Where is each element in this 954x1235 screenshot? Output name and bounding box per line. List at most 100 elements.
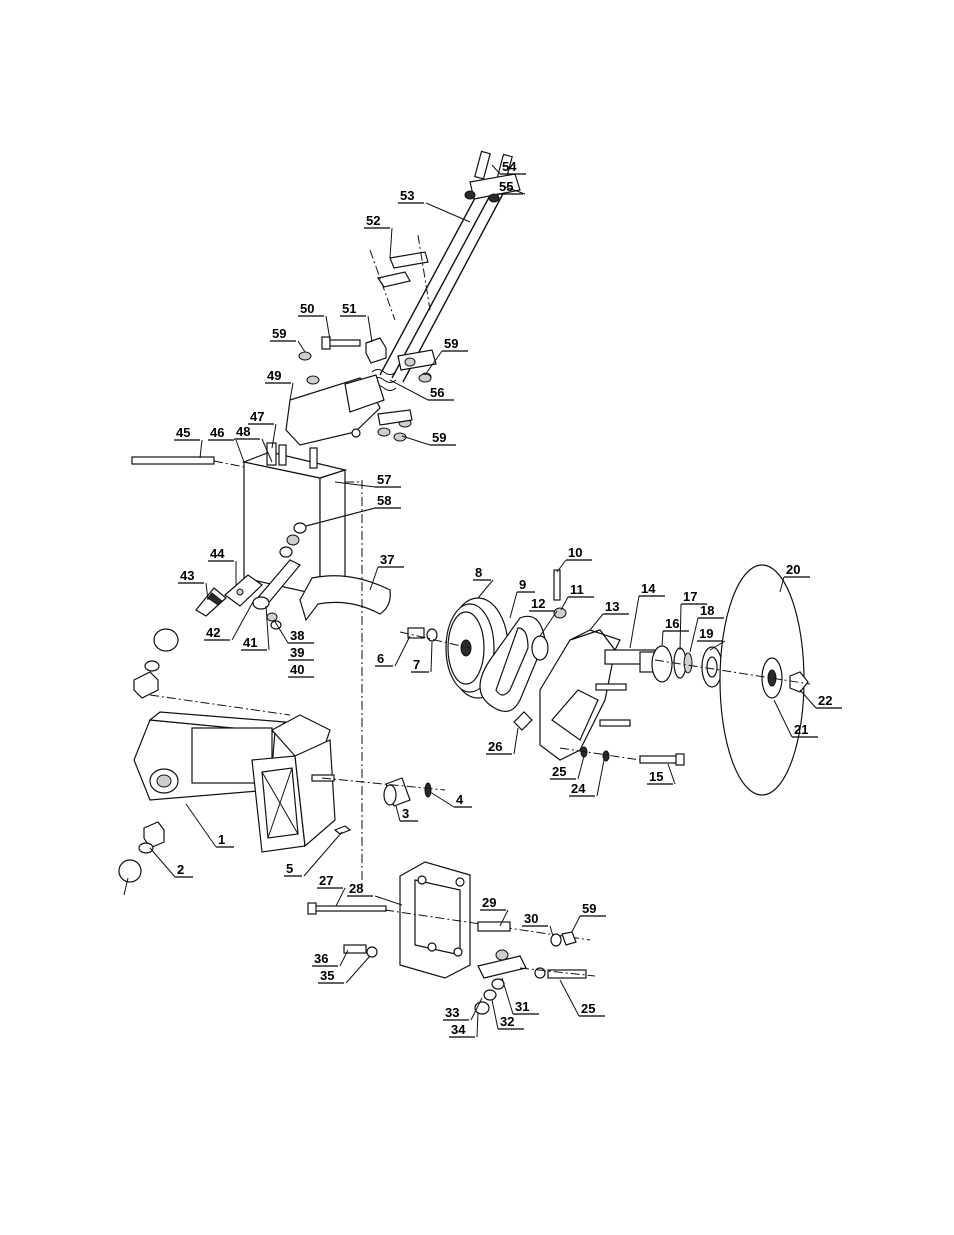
callout-leader [236, 440, 244, 462]
screw-36-35 [344, 945, 377, 957]
callout-number: 14 [641, 581, 656, 596]
callout-number: 13 [605, 599, 619, 614]
callout-number: 59 [272, 326, 286, 341]
callout-leader [590, 614, 603, 630]
callout-number: 1 [218, 832, 225, 847]
callout-number: 10 [568, 545, 582, 560]
center-line-brush [150, 695, 290, 715]
block-51 [366, 338, 386, 363]
callout-number: 57 [377, 472, 391, 487]
callout-number: 32 [500, 1014, 514, 1029]
callout-number: 47 [250, 409, 264, 424]
spindle-14 [605, 650, 655, 672]
screws-38-40 [267, 613, 281, 629]
flange-16 [652, 646, 672, 682]
flange-19 [702, 647, 722, 687]
handle-grip-37 [300, 576, 390, 620]
callout-number: 36 [314, 951, 328, 966]
callout-leader [597, 760, 604, 796]
callout-leader [326, 316, 330, 340]
callout-leader [150, 848, 175, 877]
washers-32-34 [475, 979, 504, 1014]
bolt-27 [308, 903, 386, 914]
callout-leader [298, 341, 305, 352]
nut-22 [790, 672, 808, 692]
callout-number: 35 [320, 968, 334, 983]
callout-number: 51 [342, 301, 356, 316]
handle-clamps-52 [370, 235, 430, 320]
callout-leader [502, 978, 513, 1014]
callout-number: 40 [290, 662, 304, 677]
callout-number: 21 [794, 722, 808, 737]
brush-holder-upper [134, 661, 159, 698]
callout-leader [266, 606, 269, 650]
callout-number: 46 [210, 425, 224, 440]
callout-number: 5 [286, 861, 293, 876]
callout-number: 38 [290, 628, 304, 643]
callout-number: 25 [581, 1001, 595, 1016]
callout-leader [578, 756, 584, 779]
callout-number: 9 [519, 577, 526, 592]
clip-4 [425, 783, 431, 797]
callout-number: 55 [499, 179, 513, 194]
callout-number: 58 [377, 493, 391, 508]
callout-number: 34 [451, 1022, 466, 1037]
callout-number: 42 [206, 625, 220, 640]
callout-leader [336, 888, 345, 906]
callout-number: 3 [402, 806, 409, 821]
callout-number: 54 [502, 159, 517, 174]
callout-number: 8 [475, 565, 482, 580]
callout-leader [430, 792, 454, 807]
callout-leader [561, 597, 568, 610]
callout-leader [346, 956, 370, 983]
callout-leader [477, 1012, 478, 1037]
callout-leader [375, 896, 402, 905]
callout-number: 19 [699, 626, 713, 641]
brush-holder-2 [139, 822, 164, 853]
callout-number: 43 [180, 568, 194, 583]
callout-leader [396, 806, 400, 821]
pointer-43 [196, 588, 226, 616]
callout-number: 39 [290, 645, 304, 660]
callout-number: 12 [531, 596, 545, 611]
callout-number: 56 [430, 385, 444, 400]
bracket-28 [400, 862, 470, 978]
callout-number: 27 [319, 873, 333, 888]
bearing-12 [532, 636, 548, 660]
cap-upper [154, 629, 178, 651]
callout-leader [572, 916, 580, 932]
callout-leader [186, 804, 216, 847]
callout-number: 18 [700, 603, 714, 618]
callout-number: 45 [176, 425, 190, 440]
callout-leader [492, 165, 500, 174]
callout-number: 59 [582, 901, 596, 916]
callout-leader [557, 560, 566, 572]
callout-number: 11 [570, 582, 584, 597]
callout-number: 41 [243, 635, 257, 650]
callout-number: 50 [300, 301, 314, 316]
callout-leader [390, 228, 392, 258]
bolt-10 [554, 570, 560, 600]
callout-leader [510, 592, 517, 618]
callout-number: 7 [413, 657, 420, 672]
callout-number: 28 [349, 881, 363, 896]
callout-leader [662, 631, 663, 646]
callout-number: 31 [515, 999, 529, 1014]
callout-number: 2 [177, 862, 184, 877]
callout-number: 17 [683, 589, 697, 604]
nut-59-bottom [562, 932, 576, 945]
callout-leader [431, 642, 432, 672]
pin-26 [514, 712, 532, 730]
callout-number: 52 [366, 213, 380, 228]
callout-leader [395, 636, 410, 666]
washer-7 [427, 629, 437, 641]
callout-number: 15 [649, 769, 663, 784]
tube-29 [478, 922, 510, 931]
coupling-3 [384, 778, 410, 806]
callout-number: 26 [488, 739, 502, 754]
callout-number: 53 [400, 188, 414, 203]
callout-number: 24 [571, 781, 586, 796]
callout-number: 48 [236, 424, 250, 439]
callout-number: 25 [552, 764, 566, 779]
